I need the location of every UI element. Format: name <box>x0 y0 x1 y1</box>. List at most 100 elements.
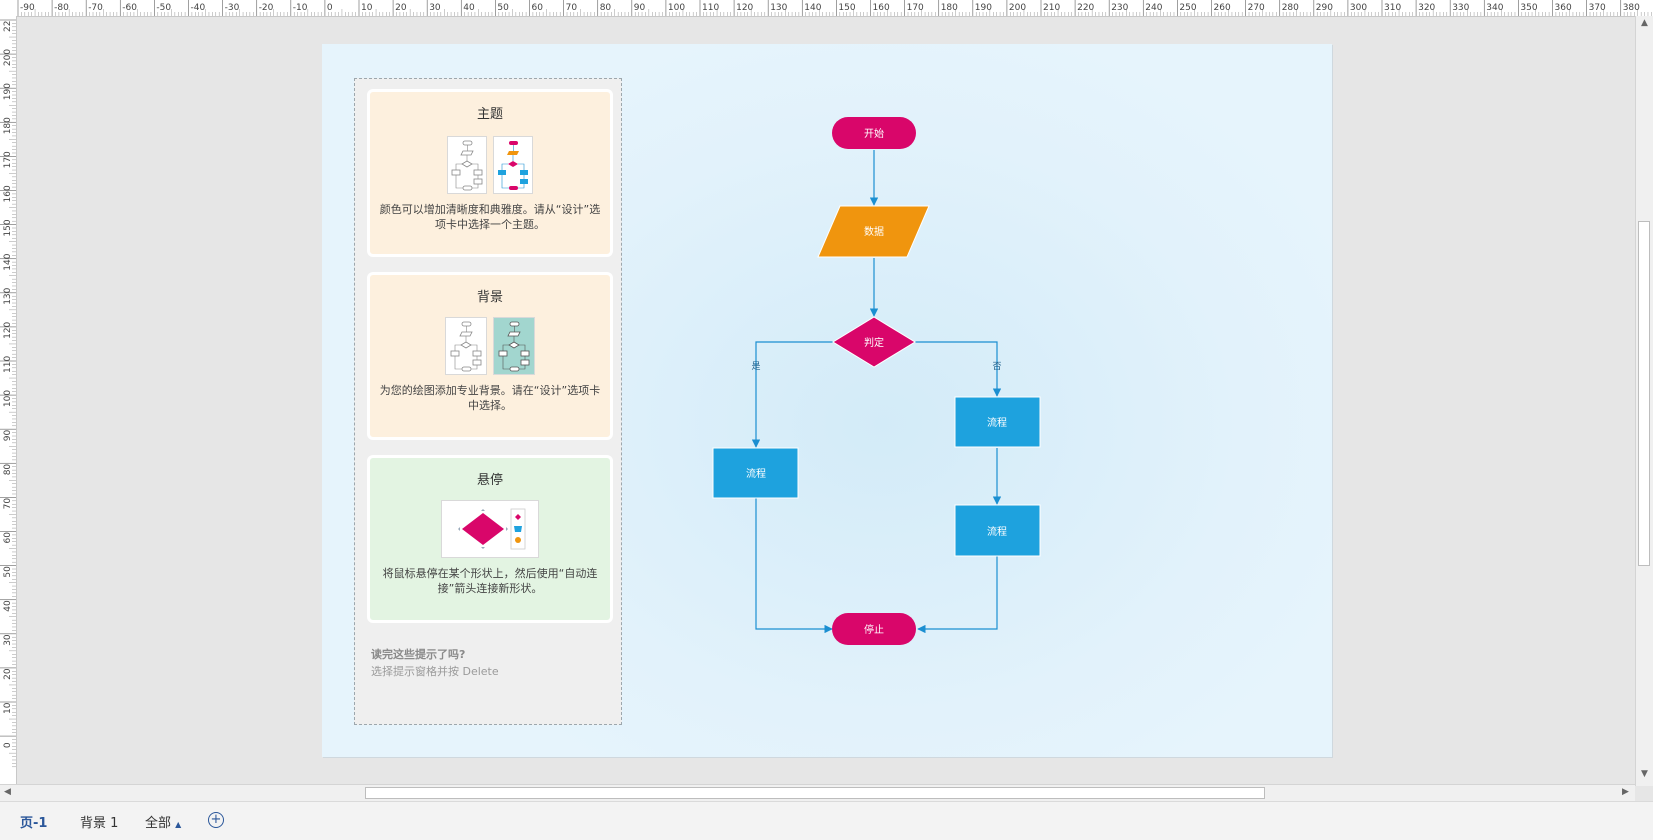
ruler-label: 22 <box>3 21 13 32</box>
tips-pane[interactable]: 主题 <box>354 78 622 725</box>
ruler-label: 20 <box>395 3 407 13</box>
theme-tip-card: 主题 <box>367 89 613 257</box>
ruler-label: 250 <box>1179 3 1196 13</box>
ruler-label: 340 <box>1486 3 1503 13</box>
start-label: 开始 <box>864 127 884 140</box>
ruler-label: 150 <box>3 219 13 236</box>
ruler-label: -80 <box>54 3 69 13</box>
ruler-label: 200 <box>3 49 13 66</box>
no-label: 否 <box>992 361 1001 372</box>
background-tip-card: 背景 <box>367 272 613 440</box>
ruler-label: 90 <box>3 429 13 441</box>
ruler-label: 370 <box>1589 3 1606 13</box>
ruler-label: -50 <box>156 3 171 13</box>
ruler-label: 180 <box>941 3 958 13</box>
ruler-label: 230 <box>1111 3 1128 13</box>
plain-background-thumbnail <box>445 317 487 375</box>
tips-done-title: 读完这些提示了吗? <box>371 648 466 661</box>
data-shape[interactable]: 数据 <box>817 205 930 258</box>
ruler-label: 50 <box>3 566 13 578</box>
connector-left-stop <box>755 498 833 634</box>
ruler-label: 0 <box>3 742 13 748</box>
process-right-2-label: 流程 <box>987 525 1007 538</box>
ruler-label: 360 <box>1555 3 1572 13</box>
ruler-label: 160 <box>873 3 890 13</box>
tab-background-1[interactable]: 背景 1 <box>80 816 119 831</box>
tips-done-text: 选择提示窗格并按 Delete <box>371 665 499 678</box>
ruler-label: 130 <box>3 287 13 304</box>
ruler-label: 330 <box>1452 3 1469 13</box>
process-right-1[interactable]: 流程 <box>954 396 1041 448</box>
ruler-label: 20 <box>3 668 13 680</box>
ruler-label: 120 <box>3 321 13 338</box>
start-terminal[interactable]: 开始 <box>832 117 916 149</box>
horizontal-scroll-thumb[interactable] <box>365 787 1265 799</box>
autoconnect-thumbnail <box>441 500 539 558</box>
ruler-label: 380 <box>1623 3 1640 13</box>
background-tip-title: 背景 <box>476 290 503 305</box>
ruler-label: 70 <box>3 498 13 510</box>
horizontal-scrollbar[interactable]: ◀ ▶ <box>0 784 1635 802</box>
ruler-label: 160 <box>3 185 13 202</box>
plain-flowchart-thumbnail <box>447 136 487 194</box>
ruler-label: 100 <box>668 3 685 13</box>
ruler-label: 320 <box>1418 3 1435 13</box>
ruler-label: 200 <box>1009 3 1026 13</box>
theme-tip-text: 颜色可以增加清晰度和典雅度。请从“设计”选项卡中选择一个主题。 <box>379 203 601 231</box>
ruler-label: 310 <box>1384 3 1401 13</box>
vertical-scrollbar[interactable]: ▲ ▼ <box>1635 16 1653 786</box>
stop-terminal[interactable]: 停止 <box>832 613 916 645</box>
ruler-label: 190 <box>975 3 992 13</box>
ruler-label: 280 <box>1282 3 1299 13</box>
ruler-label: 120 <box>736 3 753 13</box>
hover-tip-title: 悬停 <box>476 473 503 488</box>
process-right-2[interactable]: 流程 <box>954 504 1041 557</box>
ruler-label: 180 <box>3 117 13 134</box>
vertical-scroll-thumb[interactable] <box>1638 221 1650 566</box>
hover-thumbnails <box>370 500 610 558</box>
process-left[interactable]: 流程 <box>712 447 799 499</box>
ruler-label: 30 <box>429 3 441 13</box>
ruler-label: 10 <box>3 702 13 714</box>
ruler-label: 110 <box>3 356 13 373</box>
add-page-icon[interactable]: + <box>208 812 224 828</box>
theme-thumbnails <box>370 136 610 194</box>
scroll-down-icon[interactable]: ▼ <box>1641 769 1648 779</box>
ruler-label: 190 <box>3 83 13 100</box>
ruler-label: 170 <box>907 3 924 13</box>
ruler-label: 50 <box>497 3 509 13</box>
ruler-label: 220 <box>1077 3 1094 13</box>
ruler-label: -40 <box>191 3 206 13</box>
ruler-label: 350 <box>1520 3 1537 13</box>
ruler-label: 150 <box>838 3 855 13</box>
colored-flowchart-thumbnail <box>493 136 533 194</box>
connector-decision-no <box>914 341 1002 397</box>
connector-right2-stop <box>917 556 998 634</box>
scroll-right-icon[interactable]: ▶ <box>1622 787 1629 797</box>
yes-label: 是 <box>751 361 760 372</box>
tab-page-1[interactable]: 页-1 <box>20 816 48 831</box>
ruler-label: 60 <box>532 3 544 13</box>
tab-all[interactable]: 全部 ▲ <box>145 812 181 831</box>
ruler-label: 300 <box>1350 3 1367 13</box>
decision-label: 判定 <box>864 336 884 349</box>
scroll-up-icon[interactable]: ▲ <box>1641 18 1648 28</box>
ruler-label: 260 <box>1214 3 1231 13</box>
ruler-label: 170 <box>3 151 13 168</box>
process-right-1-label: 流程 <box>987 416 1007 429</box>
ruler-label: 40 <box>463 3 475 13</box>
ruler-label: -60 <box>122 3 137 13</box>
ruler-label: 70 <box>566 3 578 13</box>
ruler-label: 130 <box>770 3 787 13</box>
teal-background-thumbnail <box>493 317 535 375</box>
decision-diamond[interactable]: 判定 <box>832 316 916 368</box>
ruler-label: 0 <box>327 3 333 13</box>
ruler-label: 80 <box>3 464 13 476</box>
data-label: 数据 <box>864 225 884 238</box>
ruler-label: 240 <box>1145 3 1162 13</box>
ruler-label: 110 <box>702 3 719 13</box>
ruler-label: -10 <box>293 3 308 13</box>
scroll-left-icon[interactable]: ◀ <box>4 787 11 797</box>
